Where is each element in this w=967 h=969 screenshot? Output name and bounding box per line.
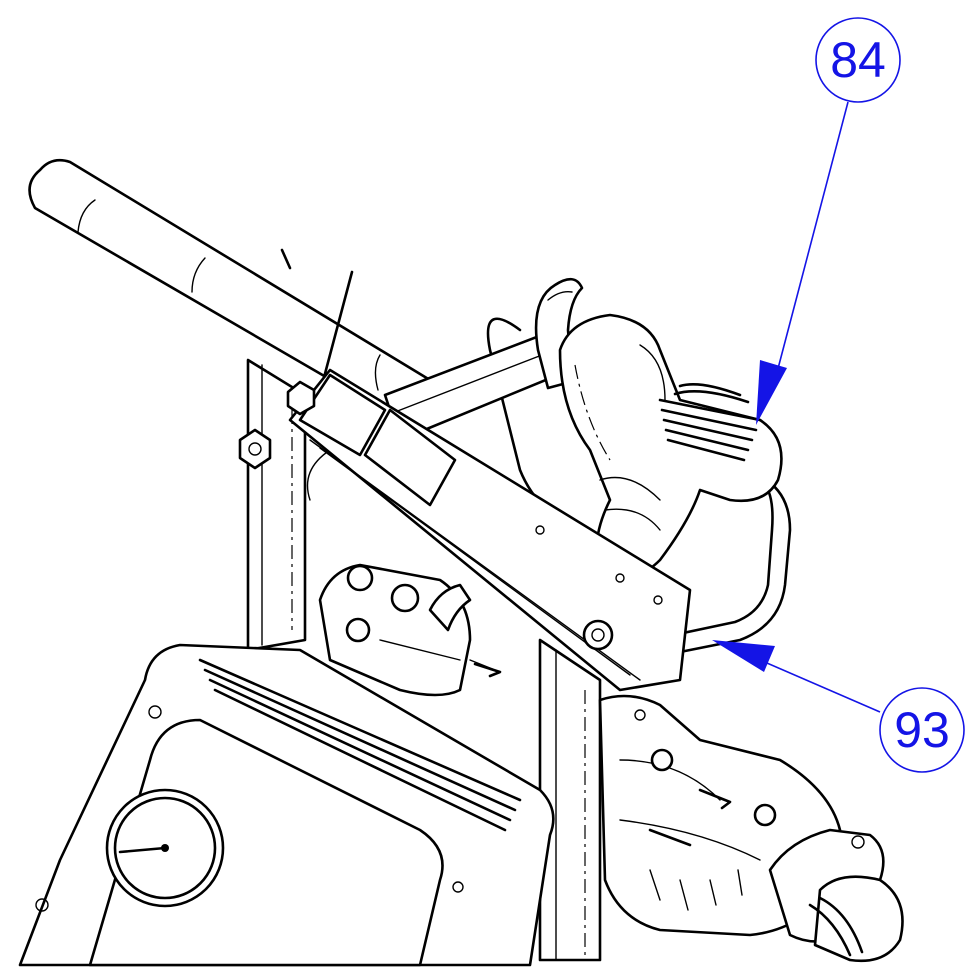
- bracket-bolt: [582, 619, 614, 651]
- hex-nut-left: [238, 428, 272, 470]
- outlet-fitting: [768, 828, 904, 963]
- handle-bar: [28, 158, 432, 422]
- callout-93-label: 93: [894, 702, 950, 758]
- callout-84-label: 84: [830, 32, 886, 88]
- pump-manifold: [318, 563, 502, 697]
- hex-nut-top: [286, 380, 316, 416]
- callout-84: 84: [756, 17, 901, 425]
- frame-upright-left: [246, 358, 307, 652]
- callout-93: 93: [712, 640, 965, 773]
- gun-grip-ridges: [658, 383, 762, 462]
- control-box: [18, 643, 555, 967]
- pressure-gauge: [105, 788, 225, 908]
- spray-gun: [558, 313, 783, 580]
- mounting-bracket: [238, 368, 692, 692]
